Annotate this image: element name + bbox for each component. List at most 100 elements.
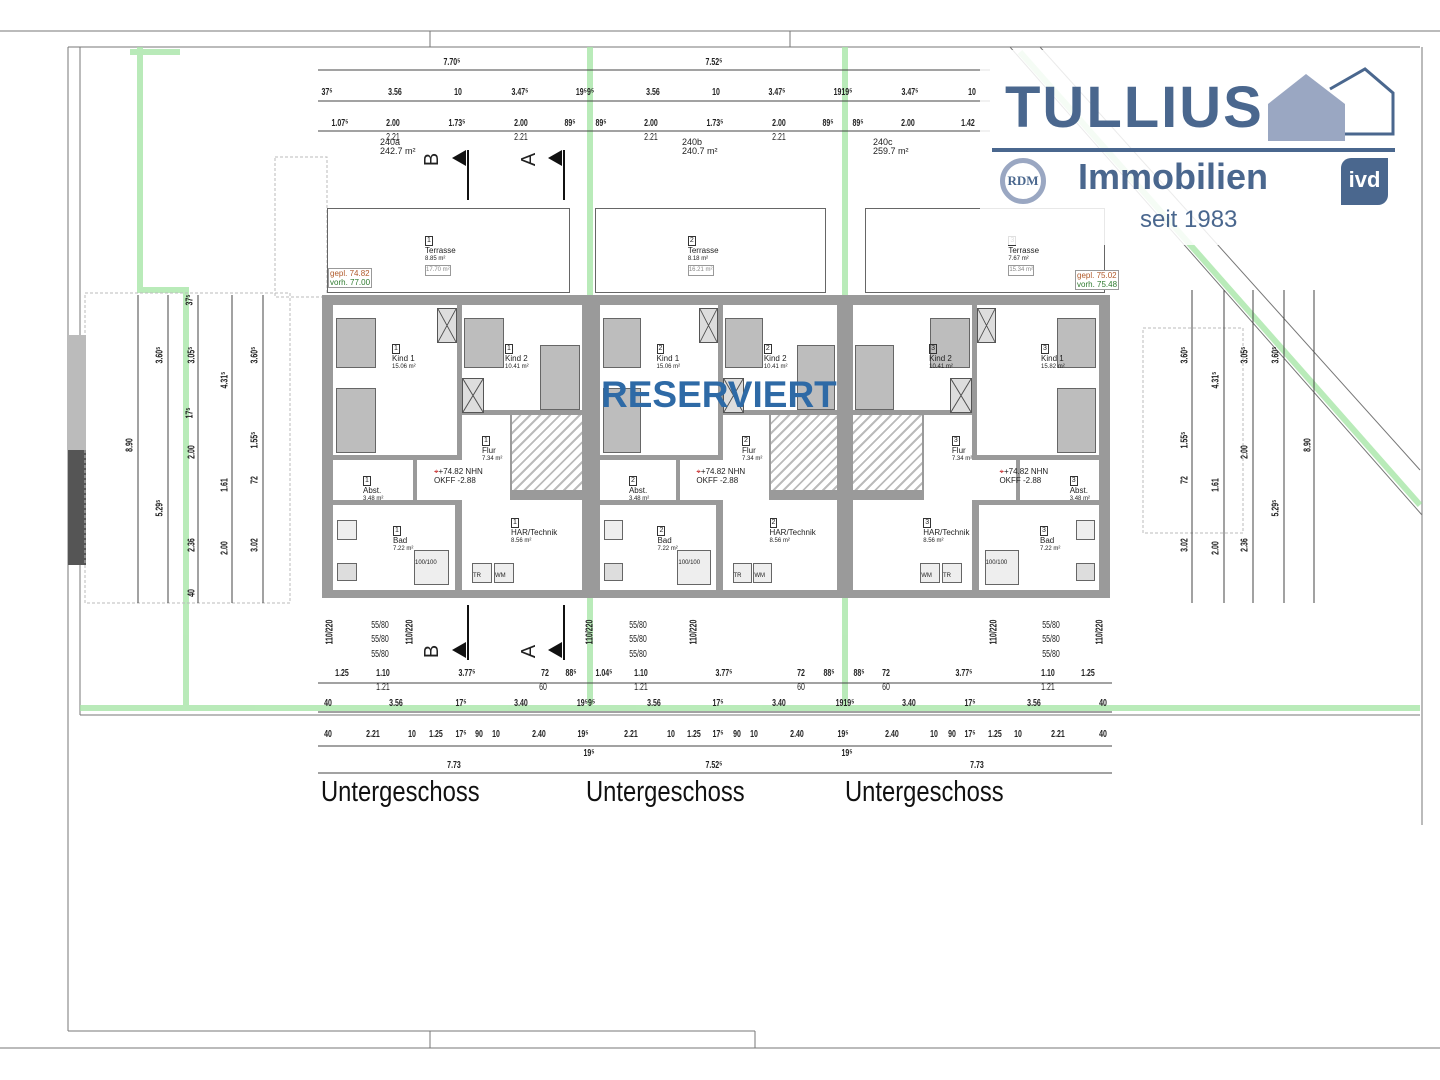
room-name: Kind 1 (656, 354, 680, 363)
dimension-label: 1.25 (988, 729, 1002, 740)
wardrobe (723, 378, 744, 413)
dimension-label: 7.52⁵ (705, 57, 723, 68)
room-name: Abst. (1069, 486, 1088, 495)
room-area: 7.22 m² (393, 546, 414, 552)
dimension-label: 2.21 (1051, 729, 1065, 740)
dimension-label: 3.56 (1027, 698, 1041, 709)
plot-id: 240b (682, 137, 703, 147)
rdm-badge: RDM (1000, 158, 1046, 204)
dimension-label: 55/80 (629, 634, 647, 645)
room-number: 3 (929, 344, 938, 354)
room-name: Kind 1 (392, 354, 415, 363)
dimension-label: 37⁵ (321, 87, 333, 98)
vertical-dimension-label: 3.60⁵ (249, 346, 261, 364)
dimension-label: 3.77⁵ (458, 668, 476, 679)
vertical-dimension-label: 3.02 (249, 538, 261, 552)
toilet-icon (337, 563, 357, 581)
dimension-label: 88⁵ (853, 668, 865, 679)
vertical-dimension-label: 37⁵ (184, 294, 196, 306)
section-marker-b: B (421, 152, 444, 167)
dimension-label: 72 (882, 668, 890, 679)
room-area: 7.34 m² (951, 456, 973, 462)
room-name: Flur (482, 446, 496, 455)
room-name: HAR/Technik (769, 528, 816, 537)
dimension-label: 89⁵ (595, 118, 607, 129)
dimension-label: 2.21 (366, 729, 380, 740)
room-name: Bad (1040, 536, 1055, 545)
vertical-dimension-label: 2.00 (1210, 541, 1222, 555)
room-number: 2 (742, 436, 750, 446)
wardrobe (699, 308, 719, 343)
dimension-label: 3.40 (902, 698, 916, 709)
vertical-dimension-label: 3.60⁵ (154, 346, 166, 364)
dimension-label: 10 (930, 729, 938, 740)
room-number: 2 (657, 526, 666, 536)
logo-brand: TULLIUS (1005, 75, 1264, 140)
wardrobe (437, 308, 457, 343)
dimension-label: 3.56 (389, 698, 403, 709)
dimension-label: 10 (968, 87, 976, 98)
room-number: 1 (511, 518, 519, 528)
room-number: 1 (482, 436, 490, 446)
washing-machine: WM (920, 563, 941, 583)
vertical-dimension-label: 2.00 (1239, 445, 1251, 459)
house-icon (1268, 67, 1395, 141)
vertical-dimension-label: 72 (1179, 476, 1191, 484)
shower-tray: 100/100 (677, 550, 711, 585)
dimension-label: 10 (408, 729, 416, 740)
vertical-dimension-label: 72 (249, 476, 261, 484)
plot-id: 240a (380, 137, 401, 147)
dimension-label: 60 (882, 682, 890, 693)
dimension-label: 89⁵ (564, 118, 576, 129)
room-number: 3 (1069, 476, 1078, 486)
room-area: 10.41 m² (929, 364, 953, 370)
room-number: 2 (687, 236, 696, 246)
section-marker-a: A (518, 152, 541, 167)
sink-icon (337, 520, 357, 540)
dimension-label: 1919⁵ (835, 698, 855, 709)
dimension-label: 1.04⁵ (595, 668, 613, 679)
room-name: Terrasse (1008, 246, 1040, 255)
vertical-dimension-label: 2.00 (186, 445, 198, 459)
room-name: HAR/Technik (511, 528, 558, 537)
dimension-label: 1.21 (376, 682, 390, 693)
vertical-dimension-label: 17⁵ (184, 407, 196, 419)
plot-area: 259.7 m² (873, 146, 909, 156)
desk (464, 318, 504, 368)
room-area: 15.06 m² (392, 364, 416, 370)
vertical-dimension-label: 110/220 (1094, 619, 1106, 645)
dimension-label: 7.52⁵ (705, 760, 723, 771)
logo-divider (992, 148, 1395, 152)
vertical-dimension-label: 4.31⁵ (1210, 371, 1222, 389)
dimension-label: 90 (948, 729, 956, 740)
dimension-label: 55/80 (629, 620, 647, 631)
vertical-dimension-label: 1.55⁵ (1179, 431, 1191, 449)
dimension-label: 1.10 (376, 668, 390, 679)
dimension-label: 89⁵ (822, 118, 834, 129)
plot-area: 240.7 m² (682, 146, 718, 156)
vertical-dimension-label: 3.05⁵ (1239, 346, 1251, 364)
room-area-secondary: 15.34 m² (1008, 265, 1035, 276)
room-area: 3.48 m² (628, 496, 650, 502)
vertical-dimension-label: 3.02 (1179, 538, 1191, 552)
dimension-label: 2.00 (644, 118, 658, 129)
hallway (417, 460, 510, 500)
room-number: 1 (363, 476, 371, 486)
dimension-label: 72 (541, 668, 549, 679)
room-name: Kind 1 (1041, 354, 1064, 363)
dimension-label: 10 (492, 729, 500, 740)
room-area: 10.41 m² (763, 364, 788, 370)
level-nhn: +74.82 NHN (438, 467, 483, 476)
vertical-dimension-label: 2.36 (1239, 538, 1251, 552)
toilet-icon (604, 563, 624, 581)
dimension-label: 1.10 (634, 668, 648, 679)
